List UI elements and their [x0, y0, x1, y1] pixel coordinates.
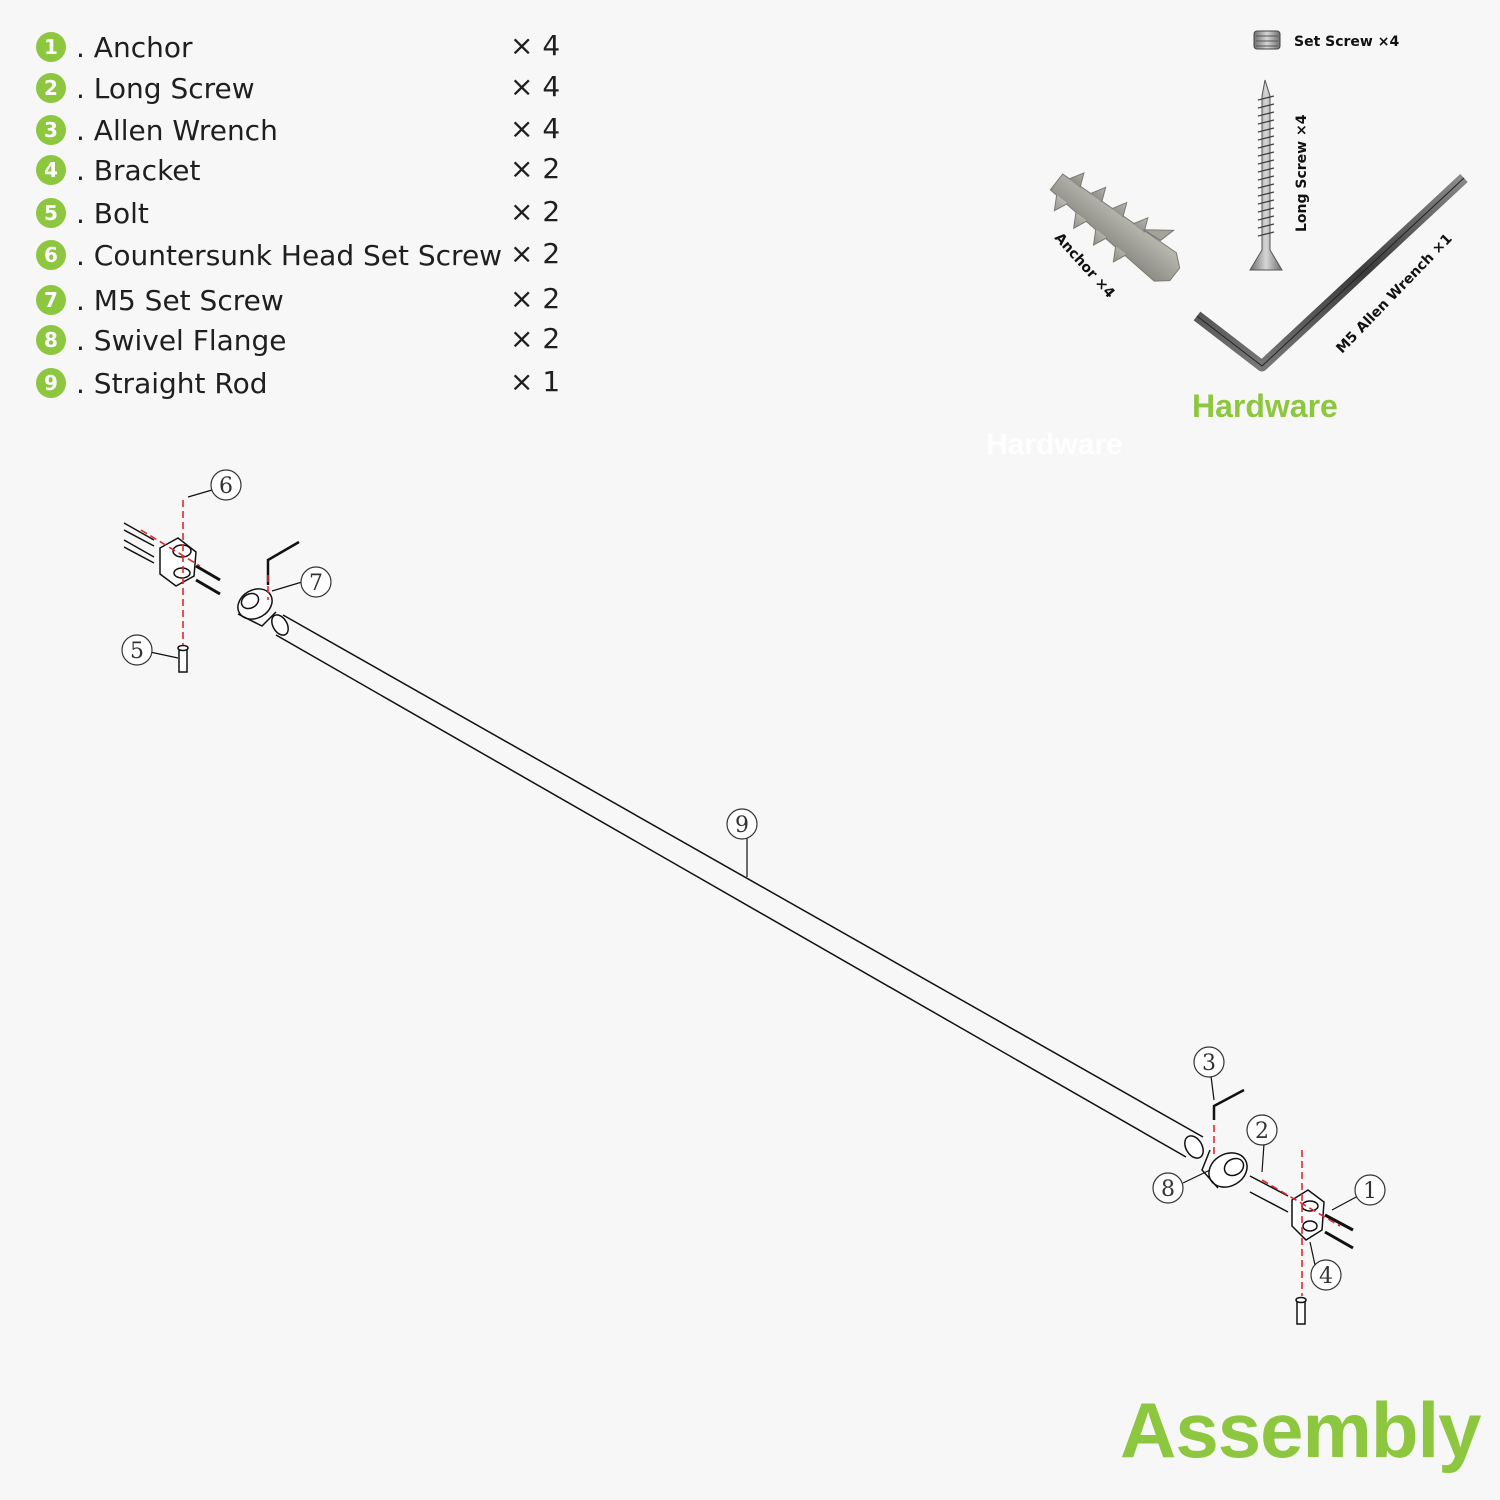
part-quantity: × 1	[510, 365, 561, 398]
part-number-badge: 3	[36, 115, 66, 145]
callout-9: 9	[735, 813, 749, 838]
part-name: . Straight Rod	[76, 367, 268, 400]
left-bracket	[123, 522, 221, 596]
left-bolt	[177, 644, 189, 673]
allen-wrench-icon	[1193, 173, 1468, 372]
right-bolt	[1295, 1296, 1307, 1325]
part-number-badge: 7	[36, 285, 66, 315]
right-bracket	[1249, 1175, 1354, 1250]
callout-4: 4	[1319, 1264, 1333, 1289]
part-name: . Countersunk Head Set Screw	[76, 239, 503, 272]
part-number-badge: 1	[36, 32, 66, 62]
part-quantity: × 4	[510, 29, 561, 62]
part-number-badge: 4	[36, 155, 66, 185]
part-name: . Bolt	[76, 197, 149, 230]
part-quantity: × 2	[510, 282, 561, 315]
callout-7: 7	[309, 571, 323, 596]
callout-leaders	[149, 489, 1359, 1266]
assembly-title: Assembly	[1120, 1386, 1482, 1474]
callout-8: 8	[1161, 1177, 1175, 1202]
hardware-title: Hardware	[1192, 388, 1338, 424]
part-name: . Swivel Flange	[76, 324, 287, 357]
assembly-axis-lines	[140, 500, 1341, 1296]
set-screw-icon	[1253, 30, 1281, 50]
hardware-panel: Set Screw ×4 Long Screw ×4 Anc	[1049, 30, 1468, 372]
part-name: . Anchor	[76, 31, 193, 64]
part-row-anchor: 1 . Anchor × 4	[36, 28, 576, 68]
straight-rod	[271, 614, 1204, 1159]
callout-2: 2	[1255, 1119, 1269, 1144]
left-swivel-flange	[237, 588, 277, 627]
part-row-bracket: 4 . Bracket × 2	[36, 151, 576, 191]
part-row-bolt: 5 . Bolt × 2	[36, 194, 576, 234]
part-row-swivel-flange: 8 . Swivel Flange × 2	[36, 321, 576, 361]
part-row-straight-rod: 9 . Straight Rod × 1	[36, 364, 576, 404]
long-screw-icon	[1249, 79, 1283, 271]
part-quantity: × 2	[510, 195, 561, 228]
part-quantity: × 2	[510, 152, 561, 185]
part-quantity: × 2	[510, 237, 561, 270]
part-number-badge: 6	[36, 240, 66, 270]
exploded-assembly	[121, 469, 1386, 1325]
part-row-countersunk-set-screw: 6 . Countersunk Head Set Screw × 2	[36, 236, 576, 276]
part-number-badge: 8	[36, 325, 66, 355]
right-allen-key	[1212, 1088, 1245, 1120]
part-number-badge: 5	[36, 198, 66, 228]
part-name: . M5 Set Screw	[76, 284, 284, 317]
long-screw-label: Long Screw ×4	[1294, 114, 1310, 232]
part-row-allen-wrench: 3 . Allen Wrench × 4	[36, 111, 576, 151]
part-row-long-screw: 2 . Long Screw × 4	[36, 69, 576, 109]
anchor-icon	[1049, 172, 1181, 282]
hardware-watermark: Hardware	[986, 428, 1123, 461]
part-quantity: × 4	[510, 112, 561, 145]
set-screw-label: Set Screw ×4	[1294, 34, 1399, 50]
part-row-m5-set-screw: 7 . M5 Set Screw × 2	[36, 281, 576, 321]
part-quantity: × 4	[510, 70, 561, 103]
left-allen-key	[266, 540, 300, 585]
callout-3: 3	[1202, 1051, 1216, 1076]
part-name: . Bracket	[76, 154, 201, 187]
right-swivel-flange	[1201, 1149, 1248, 1189]
part-name: . Long Screw	[76, 72, 255, 105]
callout-circles	[121, 469, 1386, 1291]
callout-5: 5	[130, 639, 144, 664]
part-number-badge: 9	[36, 368, 66, 398]
part-name: . Allen Wrench	[76, 114, 278, 147]
callout-labels: 1 2 3 4 5 6 7 8 9	[130, 474, 1377, 1289]
callout-6: 6	[219, 474, 233, 499]
part-quantity: × 2	[510, 322, 561, 355]
part-number-badge: 2	[36, 73, 66, 103]
callout-1: 1	[1363, 1179, 1377, 1204]
